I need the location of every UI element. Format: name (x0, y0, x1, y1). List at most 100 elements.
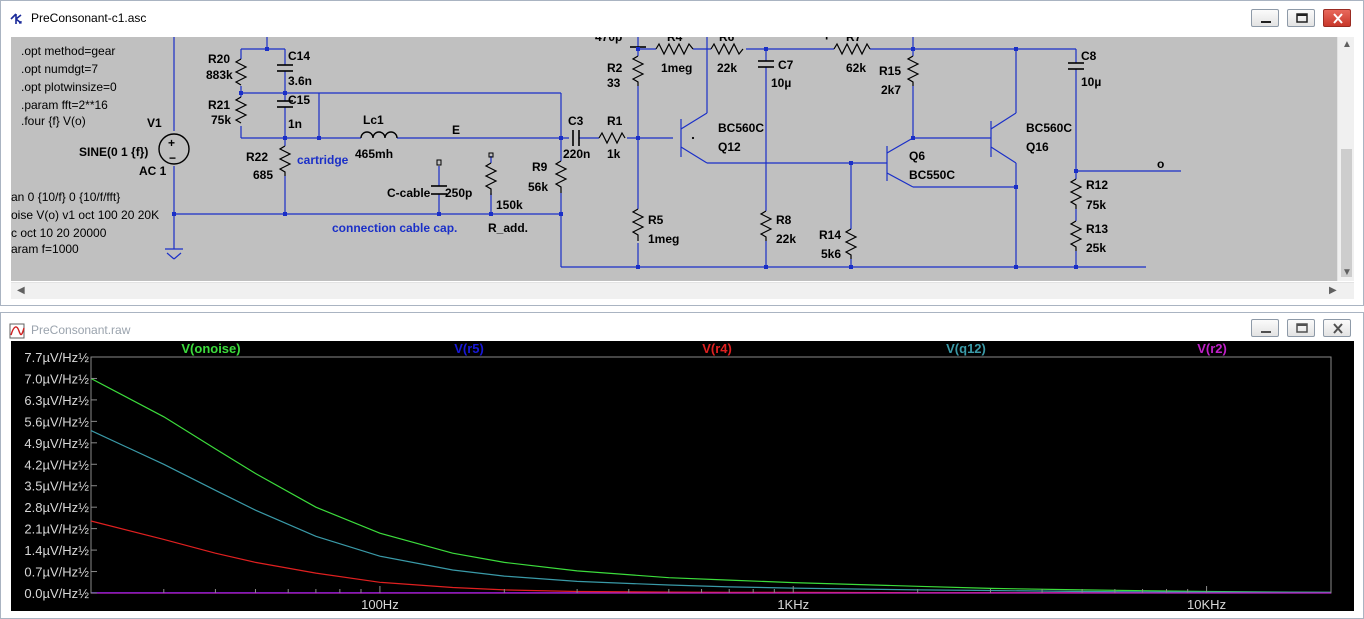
directive-line-5: .four {f} V(o) (21, 114, 86, 128)
plot-restore-button[interactable] (1287, 319, 1315, 337)
q12-model: BC560C (718, 121, 764, 135)
v1-label: V1 (147, 116, 162, 130)
r9-label: R9 (532, 160, 548, 174)
r15-value: 2k7 (881, 83, 901, 97)
plot-minimize-button[interactable] (1251, 319, 1279, 337)
schematic-app-icon (10, 13, 22, 24)
minimize-button[interactable] (1251, 9, 1279, 27)
r6-value: 22k (717, 61, 737, 75)
schematic-canvas[interactable]: + − (11, 37, 1337, 281)
c8-label: C8 (1081, 49, 1097, 63)
schematic-titlebar: PreConsonant-c1.asc (1, 1, 1363, 37)
y-tick-label: 3.5µV/Hz½ (24, 479, 89, 494)
r5-label: R5 (648, 213, 664, 227)
c14-value: 3.6n (288, 74, 312, 88)
c-cable-label: C-cable (387, 186, 431, 200)
resistors (234, 42, 1083, 259)
legend-entry[interactable]: V(r2) (1197, 341, 1227, 356)
r20-label: R20 (208, 52, 230, 66)
vertical-scroll-thumb[interactable] (1341, 149, 1352, 277)
cable-annotation: connection cable cap. (332, 221, 457, 235)
c15-value: 1n (288, 117, 302, 131)
restore-button[interactable] (1287, 9, 1315, 27)
restore-icon (1296, 13, 1308, 23)
legend-entry[interactable]: V(onoise) (181, 341, 240, 356)
lc1-value: 465mh (355, 147, 393, 161)
minimize-icon (1261, 21, 1271, 23)
r1-label: R1 (607, 114, 623, 128)
y-tick-label: 0.7µV/Hz½ (24, 565, 89, 580)
c14-label: C14 (288, 49, 310, 63)
c15-label: C15 (288, 93, 310, 107)
r21-value: 75k (211, 113, 231, 127)
voltage-source-v1: + − (158, 133, 190, 165)
cartridge-annotation: cartridge (297, 153, 349, 167)
legend-entry[interactable]: V(q12) (946, 341, 986, 356)
plot-close-button[interactable] (1323, 319, 1351, 337)
scroll-up-icon[interactable]: ▲ (1342, 39, 1352, 50)
r8-label: R8 (776, 213, 792, 227)
q16-label: Q16 (1026, 140, 1049, 154)
x-tick-label: 1KHz (777, 597, 809, 611)
r7-value: 62k (846, 61, 866, 75)
r22-label: R22 (246, 150, 268, 164)
inductor-lc1 (360, 131, 398, 139)
legend-entry[interactable]: V(r4) (702, 341, 732, 356)
minimize-icon (1261, 331, 1271, 333)
r6-label: R6 (719, 37, 735, 44)
y-tick-label: 1.4µV/Hz½ (24, 543, 89, 558)
q16-model: BC560C (1026, 121, 1072, 135)
close-button[interactable] (1323, 9, 1351, 27)
r4-label: R4 (667, 37, 683, 44)
y-tick-label: 4.2µV/Hz½ (24, 457, 89, 472)
v1-value1: SINE(0 1 {f}) (79, 145, 148, 159)
plot-window-title: PreConsonant.raw (31, 323, 131, 337)
c3-value: 220n (563, 147, 590, 161)
junction-dots (172, 47, 1078, 269)
c8-value: 10µ (1081, 75, 1101, 89)
schematic-wires (165, 37, 1181, 268)
r2-label: R2 (607, 61, 623, 75)
legend-entry[interactable]: V(r5) (454, 341, 484, 356)
r12-label: R12 (1086, 178, 1108, 192)
directive-line-1: .opt method=gear (21, 44, 115, 58)
y-tick-label: 7.0µV/Hz½ (24, 371, 89, 386)
radd-value: 150k (496, 198, 523, 212)
r8-value: 22k (776, 232, 796, 246)
c-top2-partial-value: 100p (805, 37, 832, 40)
x-tick-label: 10KHz (1187, 597, 1226, 611)
analysis-line-2: oise V(o) v1 oct 100 20 20K (11, 208, 159, 222)
q6-model: BC550C (909, 168, 955, 182)
y-tick-label: 2.8µV/Hz½ (24, 500, 89, 515)
r15-label: R15 (879, 64, 901, 78)
directive-line-4: .param fft=2**16 (21, 98, 108, 112)
schematic-vertical-scrollbar[interactable]: ▲ ▼ (1337, 37, 1354, 281)
schematic-horizontal-scrollbar[interactable]: ◀ ▶ (11, 282, 1354, 299)
q6-label: Q6 (909, 149, 925, 163)
restore-icon (1296, 323, 1308, 333)
c7-value: 10µ (771, 76, 791, 90)
r14-label: R14 (819, 228, 841, 242)
analysis-line-3: c oct 10 20 20000 (11, 226, 107, 240)
y-tick-label: 0.0µV/Hz½ (24, 586, 89, 601)
r20-value: 883k (206, 68, 233, 82)
directive-line-3: .opt plotwinsize=0 (21, 80, 117, 94)
r13-value: 25k (1086, 241, 1106, 255)
scroll-right-icon[interactable]: ▶ (1329, 285, 1337, 296)
r1-value: 1k (607, 147, 621, 161)
x-tick-label: 100Hz (361, 597, 399, 611)
scroll-left-icon[interactable]: ◀ (17, 285, 25, 296)
capacitors (277, 46, 1084, 195)
r22-value: 685 (253, 168, 273, 182)
r4-value: 1meg (661, 61, 692, 75)
series-line-vr4 (90, 520, 1331, 594)
scroll-down-icon[interactable]: ▼ (1342, 267, 1352, 278)
r7-label: R7 (846, 37, 862, 44)
close-icon (1333, 13, 1343, 24)
c7-label: C7 (778, 58, 794, 72)
plot-frame (90, 356, 1332, 594)
r2-value: 33 (607, 76, 621, 90)
c-cable-value: 250p (445, 186, 472, 200)
